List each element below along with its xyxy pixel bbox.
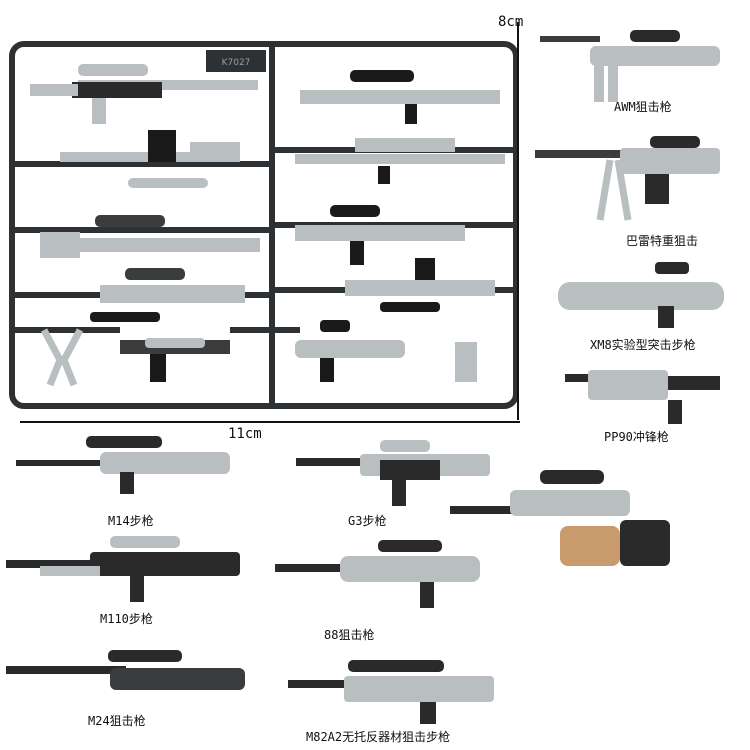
m110-label: M110步枪 (100, 612, 153, 626)
awm-rifle (540, 30, 720, 102)
sprue-rifle-2 (60, 130, 240, 188)
sprue-bipod (40, 328, 84, 387)
type88-label: 88狙击枪 (324, 628, 375, 642)
sprue-rifle-7 (295, 205, 465, 265)
m24-rifle (6, 650, 245, 690)
sprue-rifle-6 (295, 138, 505, 184)
sprue-rifle-4 (90, 268, 245, 322)
m14-label: M14步枪 (108, 514, 154, 528)
xm8-label: XM8实验型突击步枪 (590, 338, 696, 352)
sprue-rifle-5 (300, 70, 500, 124)
type88-rifle (275, 540, 480, 608)
m24-label: M24狙击枪 (88, 714, 146, 728)
m82a2-label: M82A2无托反器材狙击步枪 (306, 730, 451, 744)
g3-rifle (296, 440, 490, 506)
barrett-rifle (535, 136, 720, 221)
sprue-rifle-9 (295, 320, 477, 382)
sprue-smg (120, 338, 230, 382)
minifig-sniper (450, 470, 670, 566)
barrett-label: 巴雷特重狙击 (626, 234, 699, 248)
svg-text:K7027: K7027 (222, 58, 251, 68)
m110-rifle (6, 536, 240, 602)
g3-label: G3步枪 (348, 514, 387, 528)
xm8-rifle (558, 262, 724, 328)
sprue-rifle-1 (30, 64, 258, 124)
m14-rifle (16, 436, 230, 494)
height-label: 8cm (498, 14, 524, 30)
awm-label: AWM狙击枪 (614, 100, 672, 114)
pp90-smg (565, 370, 720, 424)
pp90-label: PP90冲锋枪 (604, 430, 669, 444)
sprue-rifle-3 (40, 215, 260, 258)
width-label: 11cm (228, 426, 262, 442)
sprue-tag: K7027 (206, 50, 266, 72)
m82a2-rifle (288, 660, 494, 724)
sprue-rifle-8 (345, 258, 495, 312)
